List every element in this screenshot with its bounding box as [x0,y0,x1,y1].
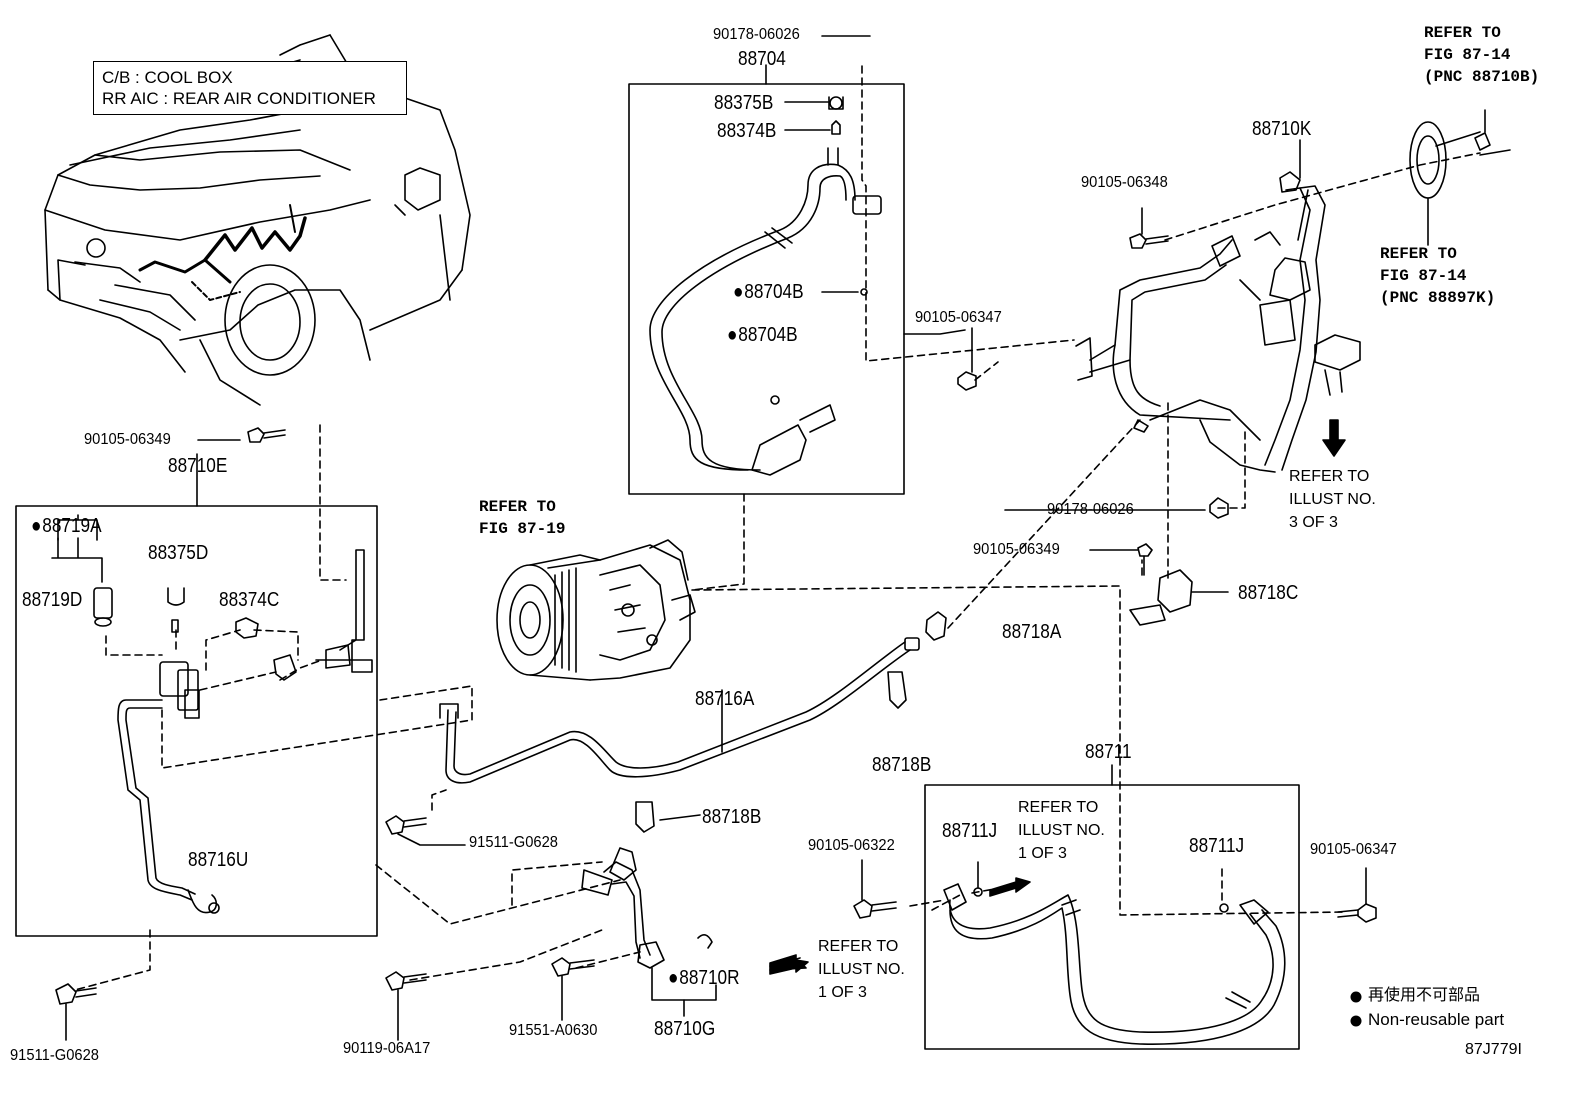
part-label-90105-06349-top: 90105-06349 [84,431,171,448]
part-label-88718a: 88718A [1002,621,1062,643]
bolt-90105-06322 [853,899,897,919]
part-label-90178-06026-top: 90178-06026 [713,26,800,43]
part-label-88716a: 88716A [695,688,755,710]
abbreviation-legend: C/B : COOL BOX RR AIC : REAR AIR CONDITI… [93,61,407,115]
part-label-90105-06349-right: 90105-06349 [973,541,1060,558]
bolt-90105-06347-right [1337,903,1377,923]
pipe-88716a [445,637,920,784]
rear-ac-pipe-88710k [1075,171,1361,473]
bracket-88710e [315,549,373,673]
figure-code: 87J779I [1465,1041,1522,1058]
legend-rear-air-conditioner: RR AIC : REAR AIR CONDITIONER [102,89,376,108]
legend-cool-box: C/B : COOL BOX [102,68,233,87]
part-label-88711j-a: 88711J [942,820,998,842]
part-label-90105-06322: 90105-06322 [808,837,895,854]
part-label-88711: 88711 [1085,741,1132,763]
compressor [496,539,696,681]
part-label-88718b-a: 88718B [872,754,932,776]
part-label-88718c: 88718C [1238,582,1299,604]
bolt-90105-06347-mid [957,371,977,391]
part-label-88710k: 88710K [1252,118,1312,140]
bolt-91511-g0628-left [55,983,97,1005]
part-label-91511-g0628-mid: 91511-G0628 [469,834,558,851]
bolt-91551-a0630 [551,957,595,977]
part-label-88704: 88704 [738,48,786,70]
part-label-90105-06348: 90105-06348 [1081,174,1168,191]
part-label-88710e: 88710E [168,455,228,477]
part-label-88374c: 88374C [219,589,280,611]
part-label-88375d: 88375D [148,542,209,564]
part-label-88704b-a: 88704B [733,281,803,303]
part-label-88710r: 88710R [668,967,739,989]
vehicle-illustration [44,34,471,406]
pipe-88716u [117,699,196,901]
part-label-88719d: 88719D [22,589,83,611]
part-label-90178-06026-right: 90178-06026 [1047,501,1134,518]
part-label-88374b: 88374B [717,120,777,142]
bolt-91511-g0628-mid [385,815,427,835]
part-label-88711j-b: 88711J [1189,835,1245,857]
part-label-90105-06347-right: 90105-06347 [1310,841,1397,858]
part-label-91511-g0628-left: 91511-G0628 [10,1047,99,1064]
bolt-90119-06a17 [385,971,427,991]
part-label-90105-06347-mid: 90105-06347 [915,309,1002,326]
pipe-88710g [581,847,665,969]
part-label-88375b: 88375B [714,92,774,114]
part-label-88710g: 88710G [654,1018,716,1040]
part-label-88716u: 88716U [188,849,249,871]
part-label-88718b-b: 88718B [702,806,762,828]
hose-88711 [943,883,1286,1045]
part-label-91551-a0630: 91551-A0630 [509,1022,598,1039]
part-label-90119-06a17: 90119-06A17 [343,1040,431,1057]
part-label-88719a: 88719A [31,515,101,537]
bolt-90105-06348 [1129,233,1169,249]
hose-88704 [649,147,882,476]
part-label-88704b-b: 88704B [727,324,797,346]
nonreusable-label-en: Non-reusable part [1368,1010,1505,1029]
nonreusable-label-cn: 再使用不可部品 [1368,987,1481,1004]
